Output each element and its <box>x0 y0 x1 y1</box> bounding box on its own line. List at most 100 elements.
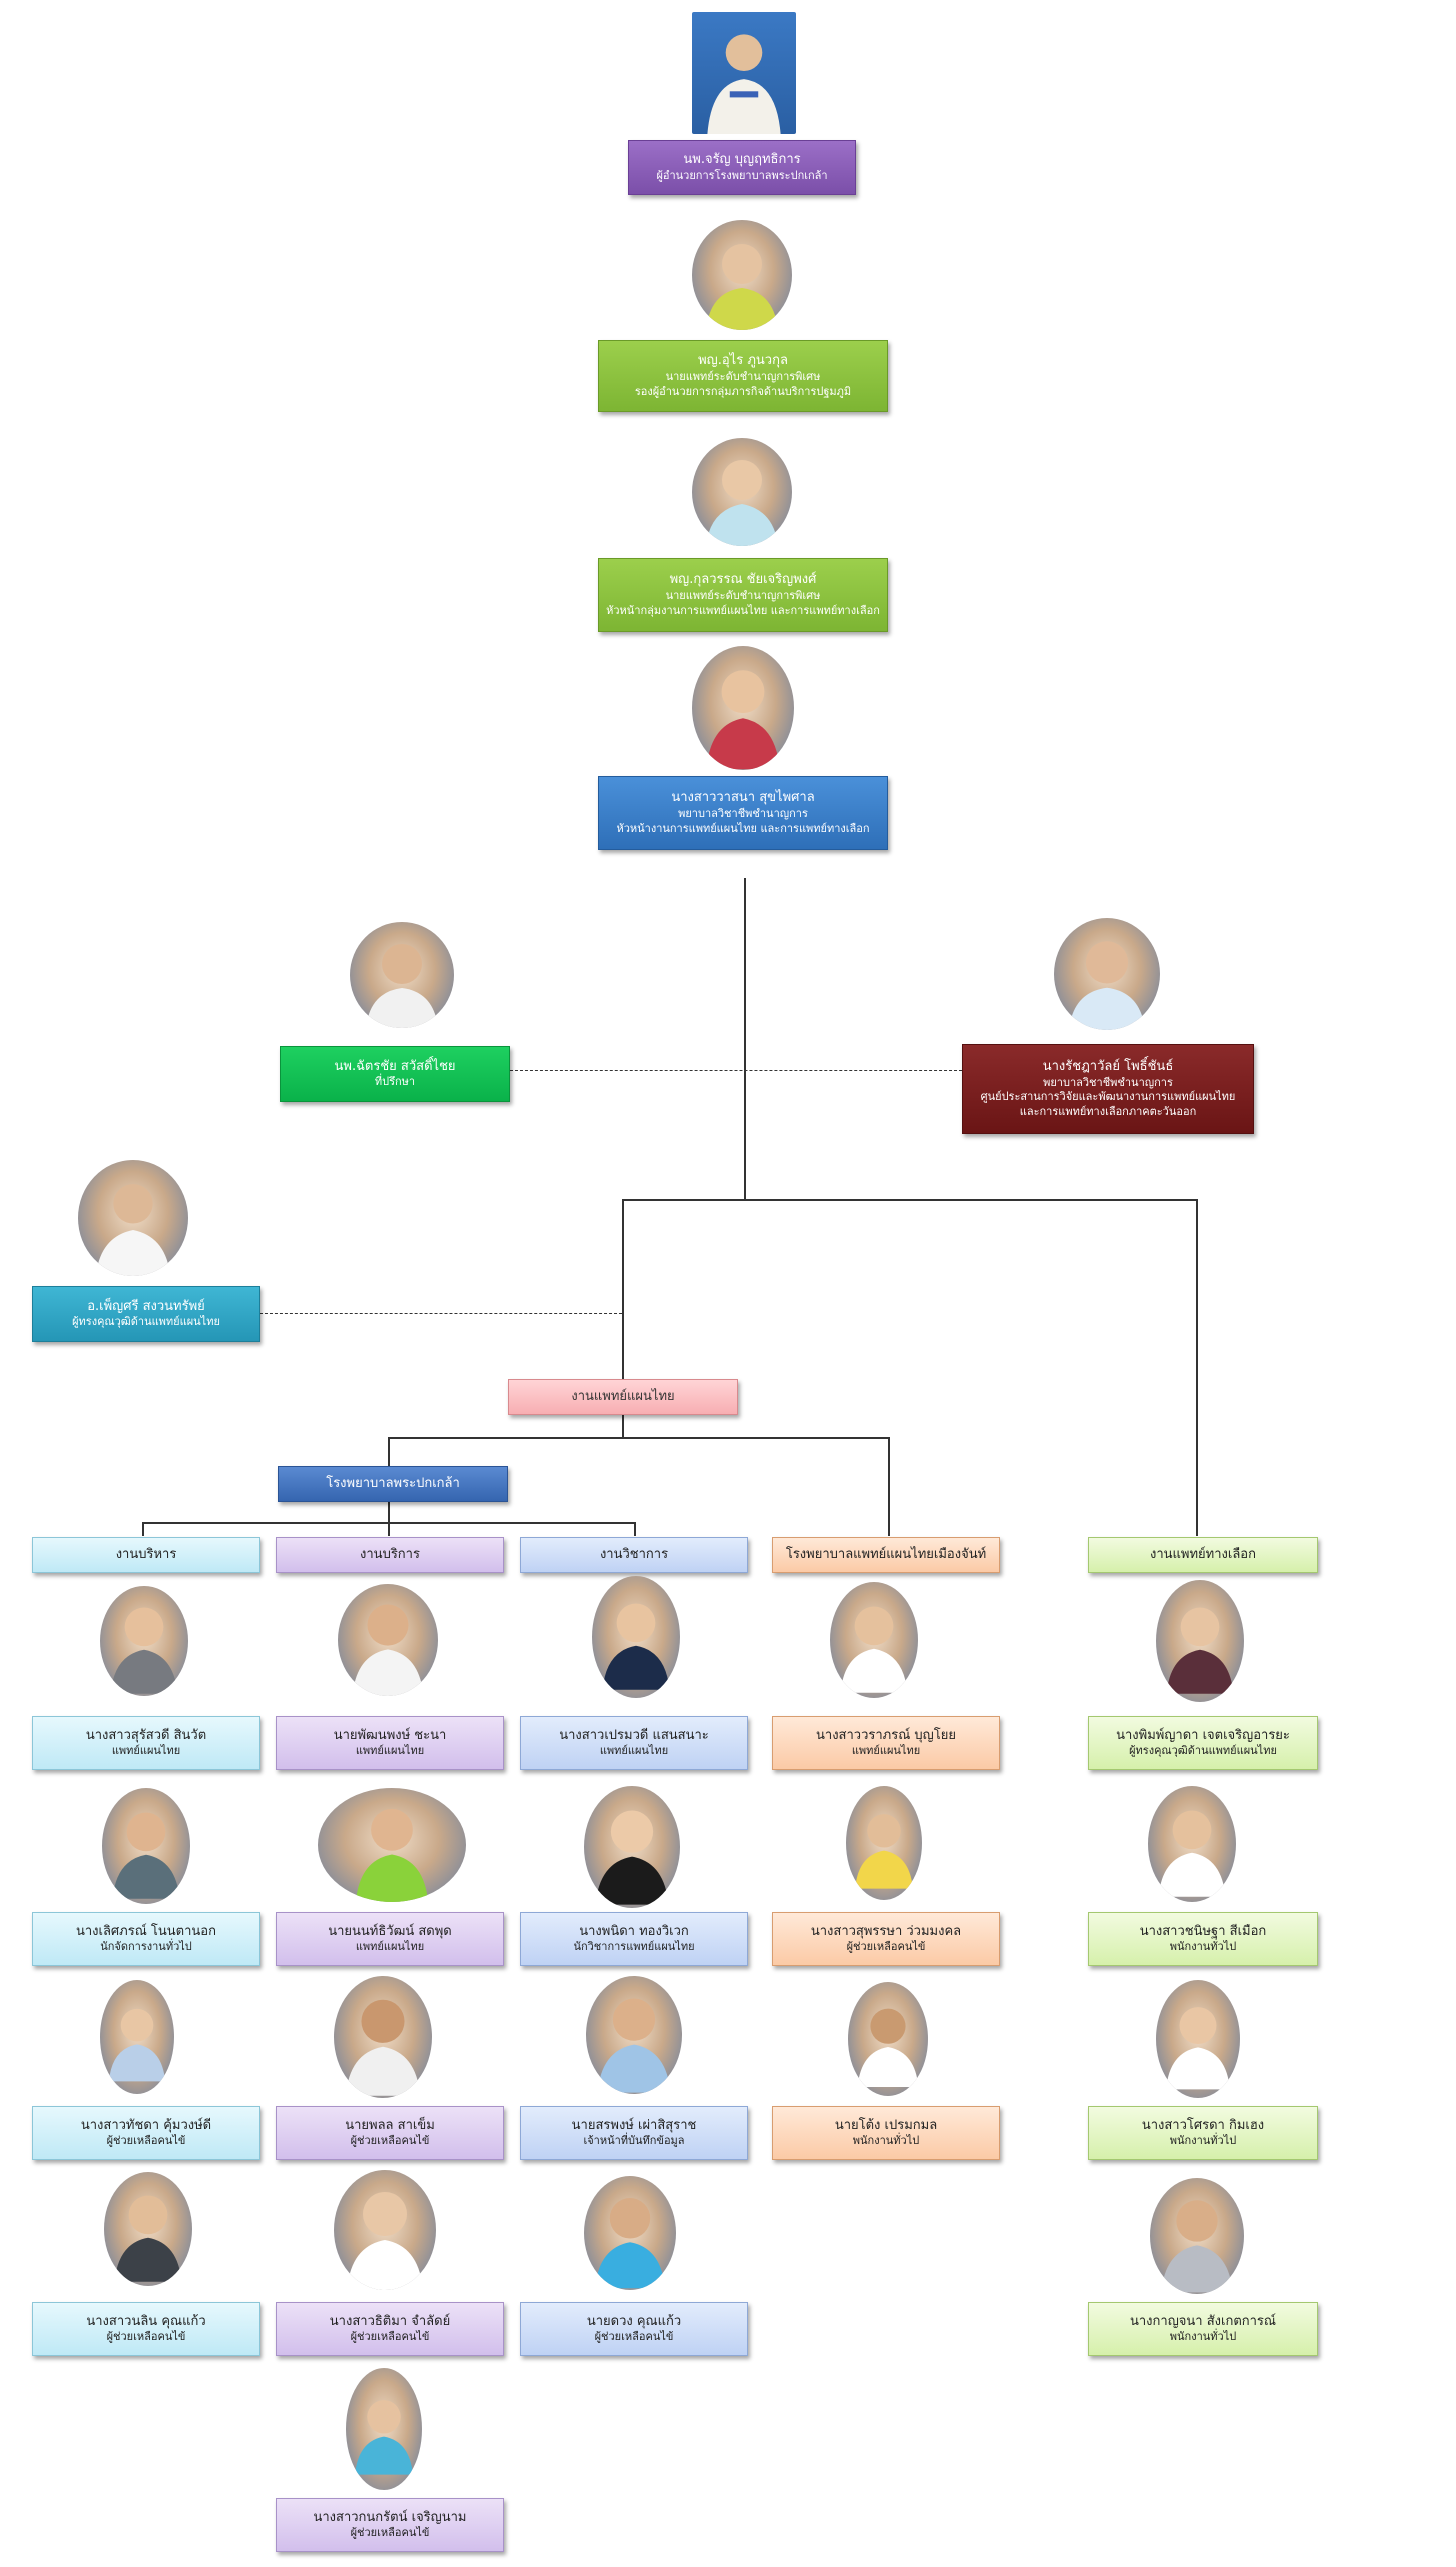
person-title: นายแพทย์ระดับชำนาญการพิเศษ <box>665 369 821 383</box>
person-name: นางสาวสุรัสวดี สินวัต <box>85 1727 207 1743</box>
dashed-connector <box>510 1070 962 1071</box>
person-title: ผู้ช่วยเหลือคนไข้ <box>350 2330 430 2344</box>
connector-line <box>622 1199 1198 1201</box>
person-name: นางสาวธิติมา จำลัดย์ <box>329 2313 451 2329</box>
staff-photo <box>586 1976 682 2094</box>
person-name: นายนนท์ธิวัฒน์ สดพุด <box>328 1923 452 1939</box>
staff-card: นางสาวนลิน คุณแก้วผู้ช่วยเหลือคนไข้ <box>32 2302 260 2356</box>
director-box: นพ.จรัญ บุญฤทธิการ ผู้อำนวยการโรงพยาบาลพ… <box>628 140 856 195</box>
staff-photo <box>100 1980 174 2094</box>
person-title: พนักงานทั่วไป <box>852 2134 920 2148</box>
column-header-admin: งานบริหาร <box>32 1537 260 1573</box>
dashed-connector <box>260 1313 622 1314</box>
deputy-director-photo <box>692 220 792 330</box>
person-silhouette-icon <box>1166 1607 1234 1694</box>
staff-card: นายโต้ง เปรมกมลพนักงานทั่วไป <box>772 2106 1000 2160</box>
person-title: รองผู้อำนวยการกลุ่มภารกิจด้านบริการปฐมภู… <box>634 384 852 398</box>
connector-line <box>622 1414 624 1438</box>
person-silhouette-icon <box>706 244 778 330</box>
staff-card: นางสาวสุรัสวดี สินวัตแพทย์แผนไทย <box>32 1716 260 1770</box>
unit-head-box: นางสาววาสนา สุขไพศาล พยาบาลวิชาชีพชำนาญก… <box>598 776 888 850</box>
staff-photo <box>100 1586 188 1696</box>
person-name: นายดวง คุณแก้ว <box>586 2313 682 2329</box>
person-title: แพทย์แผนไทย <box>355 1940 425 1954</box>
person-name: นายโต้ง เปรมกมล <box>834 2117 938 2133</box>
research-center-photo <box>1054 918 1160 1030</box>
staff-card: นางสาววราภรณ์ บุญโยยแพทย์แผนไทย <box>772 1716 1000 1770</box>
person-title: นักวิชาการแพทย์แผนไทย <box>573 1940 695 1954</box>
unit-label: งานแพทย์แผนไทย <box>571 1389 675 1405</box>
person-name: นายสรพงษ์ เผ่าสิสุราช <box>571 2117 697 2133</box>
column-header-label: งานวิชาการ <box>599 1547 669 1563</box>
staff-card: นายนนท์ธิวัฒน์ สดพุดแพทย์แผนไทย <box>276 1912 504 1966</box>
staff-card: นางพิมพ์ญาดา เจตเจริญอารยะผู้ทรงคุณวุฒิด… <box>1088 1716 1318 1770</box>
deputy-director-box: พญ.อุไร ภูนวกุล นายแพทย์ระดับชำนาญการพิเ… <box>598 340 888 412</box>
staff-photo <box>346 2368 422 2490</box>
person-silhouette-icon <box>1166 2007 1230 2090</box>
person-name: นางสาววาสนา สุขไพศาล <box>671 790 815 806</box>
person-title: ผู้ทรงคุณวุฒิด้านแพทย์แผนไทย <box>72 1315 220 1329</box>
staff-card: นายพลล สาเข็มผู้ช่วยเหลือคนไข้ <box>276 2106 504 2160</box>
person-name: นายพัฒนพงษ์ ชะนา <box>333 1727 447 1743</box>
person-title: ผู้ช่วยเหลือคนไข้ <box>594 2330 674 2344</box>
person-silhouette-icon <box>355 1808 429 1902</box>
staff-card: นางสาวโศรดา กิมเฮงพนักงานทั่วไป <box>1088 2106 1318 2160</box>
person-silhouette-icon <box>597 1998 671 2093</box>
staff-photo <box>1150 2178 1244 2294</box>
person-name: นางสาวเปรมวดี แสนสนาะ <box>559 1727 709 1743</box>
staff-photo <box>592 1576 680 1698</box>
person-title: หัวหน้ากลุ่มงานการแพทย์แผนไทย และการแพทย… <box>606 603 880 617</box>
person-name: นางพนิดา ทองวิเวก <box>579 1923 689 1939</box>
group-head-photo <box>692 438 792 546</box>
person-name: นางสาววราภรณ์ บุญโยย <box>816 1727 956 1743</box>
column-header-service: งานบริการ <box>276 1537 504 1573</box>
staff-photo <box>1156 1580 1244 1702</box>
staff-photo <box>334 2170 436 2290</box>
person-silhouette-icon <box>706 670 780 770</box>
thai-medicine-unit-box: งานแพทย์แผนไทย <box>508 1379 738 1415</box>
person-name: นายพลล สาเข็ม <box>345 2117 435 2133</box>
person-title: ผู้ช่วยเหลือคนไข้ <box>106 2330 186 2344</box>
person-title: พยาบาลวิชาชีพชำนาญการ <box>1043 1075 1173 1089</box>
column-header-label: โรงพยาบาลแพทย์แผนไทยเมืองจันท์ <box>785 1547 987 1563</box>
person-name: นางเลิศภรณ์ โนนตานอก <box>75 1923 216 1939</box>
person-silhouette-icon <box>706 460 778 546</box>
person-silhouette-icon <box>1161 2200 1233 2293</box>
staff-photo <box>1148 1786 1236 1902</box>
person-title: ผู้ช่วยเหลือคนไข้ <box>846 1940 926 1954</box>
staff-photo <box>104 2172 192 2286</box>
staff-photo <box>584 1786 680 1908</box>
group-head-box: พญ.กุลวรรณ ชัยเจริญพงศ์ นายแพทย์ระดับชำน… <box>598 558 888 632</box>
column-header-label: งานแพทย์ทางเลือก <box>1150 1547 1256 1563</box>
person-title: ผู้ช่วยเหลือคนไข้ <box>106 2134 186 2148</box>
connector-line <box>388 1500 390 1536</box>
connector-line <box>634 1522 636 1536</box>
staff-photo <box>318 1788 466 1902</box>
person-name: นางสาวกนกรัตน์ เจริญนาม <box>313 2509 467 2525</box>
person-name: อ.เพ็ญศรี สงวนทรัพย์ <box>87 1298 205 1314</box>
staff-photo <box>1156 1980 1240 2098</box>
connector-line <box>142 1522 636 1524</box>
person-name: นพ.ฉัตรชัย สวัสดิ์ไชย <box>334 1058 456 1074</box>
person-silhouette-icon <box>857 2008 919 2087</box>
person-name: นางสาวทัชดา คุ้มวงษ์ดี <box>80 2117 212 2133</box>
staff-photo <box>102 1788 190 1904</box>
person-title: ผู้ทรงคุณวุฒิด้านแพทย์แผนไทย <box>1129 1744 1277 1758</box>
person-silhouette-icon <box>352 1604 424 1696</box>
person-title: ผู้ช่วยเหลือคนไข้ <box>350 2526 430 2540</box>
person-title: และการแพทย์ทางเลือกภาคตะวันออก <box>1019 1105 1197 1119</box>
connector-line <box>142 1522 144 1536</box>
unit-head-photo <box>692 646 794 770</box>
person-title: พนักงานทั่วไป <box>1169 2134 1237 2148</box>
person-title: พยาบาลวิชาชีพชำนาญการ <box>678 806 808 820</box>
staff-card: นางเลิศภรณ์ โนนตานอกนักจัดการงานทั่วไป <box>32 1912 260 1966</box>
person-silhouette-icon <box>112 1812 180 1899</box>
person-title: ผู้ช่วยเหลือคนไข้ <box>350 2134 430 2148</box>
staff-photo <box>848 1982 928 2096</box>
staff-card: นางสาวกนกรัตน์ เจริญนามผู้ช่วยเหลือคนไข้ <box>276 2498 504 2552</box>
person-title: แพทย์แผนไทย <box>111 1744 181 1758</box>
staff-photo <box>846 1786 922 1900</box>
person-name: นางพิมพ์ญาดา เจตเจริญอารยะ <box>1116 1727 1290 1743</box>
person-name: นางสาวชนิษฐา สีเมือก <box>1139 1923 1267 1939</box>
person-silhouette-icon <box>855 1814 913 1889</box>
